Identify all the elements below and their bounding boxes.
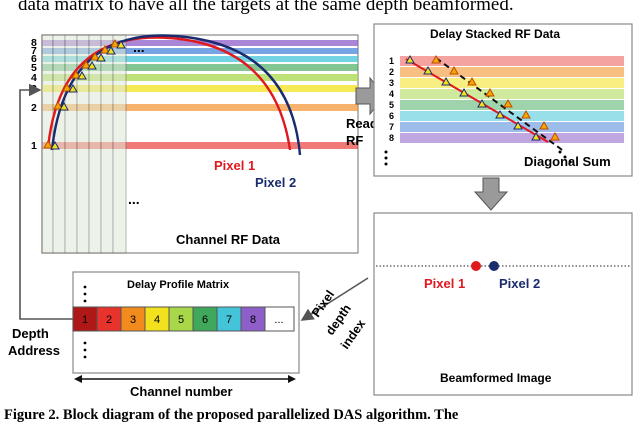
dp-vdots-bottom [83,341,87,359]
rf-row-4 [42,74,358,81]
pixel2-dot [489,261,499,271]
dp-cell-5 [168,306,194,332]
ds-row-3 [400,78,624,88]
rf-row-6 [42,56,358,62]
rf-row-2 [42,104,358,111]
pixel2-echo-arc [50,34,302,156]
ds-markers-yellow [405,54,541,141]
ds-row-label-4: 4 [389,89,394,99]
pixel1-dot [471,261,481,271]
ds-dots-right [558,150,572,164]
dp-cell-label-2: 2 [106,314,112,326]
ds-row-5 [400,100,624,110]
dp-cell-label-1: 1 [82,314,88,326]
figure-caption: Figure 2. Block diagram of the proposed … [4,407,459,423]
rf-ellipsis-bottom: ... [128,191,140,207]
rf-depth-label-5: 5 [31,62,37,74]
ds-row-6 [400,111,624,121]
down-arrow [473,177,509,211]
ds-row-label-1: 1 [389,56,394,66]
pixel-depth-index: Pixel depth index [300,277,369,352]
ds-row-4 [400,89,624,99]
rf-ellipsis-top: ... [133,39,145,55]
ds-row-2 [400,67,624,77]
delay-stacked-panel: Delay Stacked RF Data 1 2 3 4 5 6 7 8 [373,23,633,177]
rf-depth-label-3: 3 [31,83,37,95]
dp-cell-more [264,306,295,332]
channel-rf-panel: 8 7 6 5 4 3 2 1 ... ... Pixel 1 Pixel 2 … [31,34,359,254]
rf-row-5 [42,64,358,71]
ds-row-1 [400,56,624,66]
dp-cell-label-4: 4 [154,314,160,326]
channel-rf-title: Channel RF Data [176,232,281,247]
dp-cell-label-7: 7 [226,314,232,326]
text-fragment-top: data matrix to have all the targets at t… [18,0,514,15]
ds-row-8 [400,133,624,143]
rf-depth-label-4: 4 [31,72,37,84]
pixel1-markers [43,38,120,149]
ds-row-label-7: 7 [389,122,394,132]
ds-row-label-2: 2 [389,67,394,77]
diagonal-sum-dashed [435,57,566,153]
dp-cell-1 [72,306,98,332]
delay-profile-title: Delay Profile Matrix [127,279,230,291]
rf-depth-label-7: 7 [31,45,37,57]
rf-pixel1-label: Pixel 1 [214,158,255,173]
rf-row-1 [42,142,358,149]
beamformed-pixel2-label: Pixel 2 [499,276,540,291]
ds-markers-orange [431,54,560,141]
rf-pixel2-label: Pixel 2 [255,175,296,190]
dp-cell-label-8: 8 [250,314,256,326]
ds-row-label-3: 3 [389,78,394,88]
ds-row-7 [400,122,624,132]
read-rf-label-line1: Read [346,116,378,131]
dp-cell-label-more: ... [274,314,283,326]
dp-cell-7 [216,306,242,332]
rf-row-7 [42,48,358,54]
channel-number-label: Channel number [130,384,233,399]
dp-cell-3 [120,306,146,332]
dp-cell-label-6: 6 [202,314,208,326]
depth-address-feedback: Depth Address [8,83,73,358]
dp-cell-8 [240,306,266,332]
pixel2-markers [50,39,126,150]
ds-row-label-8: 8 [389,133,394,143]
dp-cell-label-3: 3 [130,314,136,326]
ds-row-label-5: 5 [389,100,394,110]
rf-depth-label-1: 1 [31,140,37,152]
beamformed-title: Beamformed Image [440,371,552,385]
delay-profile-panel: Delay Profile Matrix 1 2 3 4 5 6 7 8 ... [72,271,300,399]
dp-cell-label-5: 5 [178,314,184,326]
rf-depth-label-8: 8 [31,37,37,49]
rf-depth-label-6: 6 [31,53,37,65]
rf-depth-label-2: 2 [31,102,37,114]
delay-stacked-title: Delay Stacked RF Data [430,27,560,41]
diagonal-sum-label: Diagonal Sum [524,154,611,169]
depth-address-line1: Depth [12,326,49,341]
dp-vdots-top [83,285,87,303]
beamformed-panel: Pixel 1 Pixel 2 Beamformed Image [373,212,633,396]
ds-dots-left [384,150,388,166]
read-rf-label-line2: RF [346,133,363,148]
ds-row-label-6: 6 [389,111,394,121]
depth-address-line2: Address [8,343,60,358]
beamformed-pixel1-label: Pixel 1 [424,276,465,291]
rf-row-3 [42,85,358,92]
